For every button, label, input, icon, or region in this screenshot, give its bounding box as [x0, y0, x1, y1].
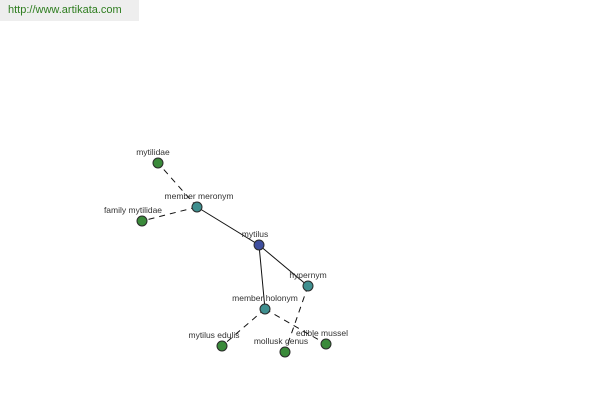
- edge-mytilus-to-member-meronym: [196, 206, 260, 246]
- nodes-layer: [136, 157, 332, 358]
- node-label-member-holonym: member holonym: [232, 293, 298, 303]
- node-member-meronym[interactable]: [191, 201, 203, 213]
- edge-member-holonym-to-edible-mussel: [264, 308, 327, 345]
- node-label-mytilidae: mytilidae: [136, 147, 170, 157]
- edge-member-holonym-to-mytilus-edulis: [221, 308, 266, 347]
- watermark-banner: http://www.artikata.com: [0, 0, 139, 21]
- node-mollusk-genus[interactable]: [279, 346, 291, 358]
- node-label-mytilus-edulis: mytilus edulis: [188, 330, 239, 340]
- edge-member-meronym-to-family-mytilidae: [141, 206, 198, 222]
- edges-layer: [141, 162, 327, 353]
- node-label-hypernym: hypernym: [289, 270, 326, 280]
- node-label-member-meronym: member meronym: [165, 191, 234, 201]
- node-edible-mussel[interactable]: [320, 338, 332, 350]
- watermark-url: http://www.artikata.com: [8, 4, 122, 16]
- edge-hypernym-to-mollusk-genus: [284, 285, 309, 353]
- node-member-holonym[interactable]: [259, 303, 271, 315]
- edge-mytilus-to-hypernym: [258, 244, 309, 287]
- node-label-family-mytilidae: family mytilidae: [104, 205, 162, 215]
- node-label-edible-mussel: edible mussel: [296, 328, 348, 338]
- labels-layer: mytilus member meronym hypernym member holo…: [104, 147, 348, 346]
- node-mytilus-edulis[interactable]: [216, 340, 228, 352]
- node-mytilidae[interactable]: [152, 157, 164, 169]
- node-label-mytilus: mytilus: [242, 229, 268, 239]
- node-hypernym[interactable]: [302, 280, 314, 292]
- node-label-mollusk-genus: mollusk genus: [254, 336, 308, 346]
- node-mytilus[interactable]: [253, 239, 265, 251]
- edge-member-meronym-to-mytilidae: [157, 162, 198, 208]
- node-family-mytilidae[interactable]: [136, 215, 148, 227]
- edge-mytilus-to-member-holonym: [258, 244, 266, 310]
